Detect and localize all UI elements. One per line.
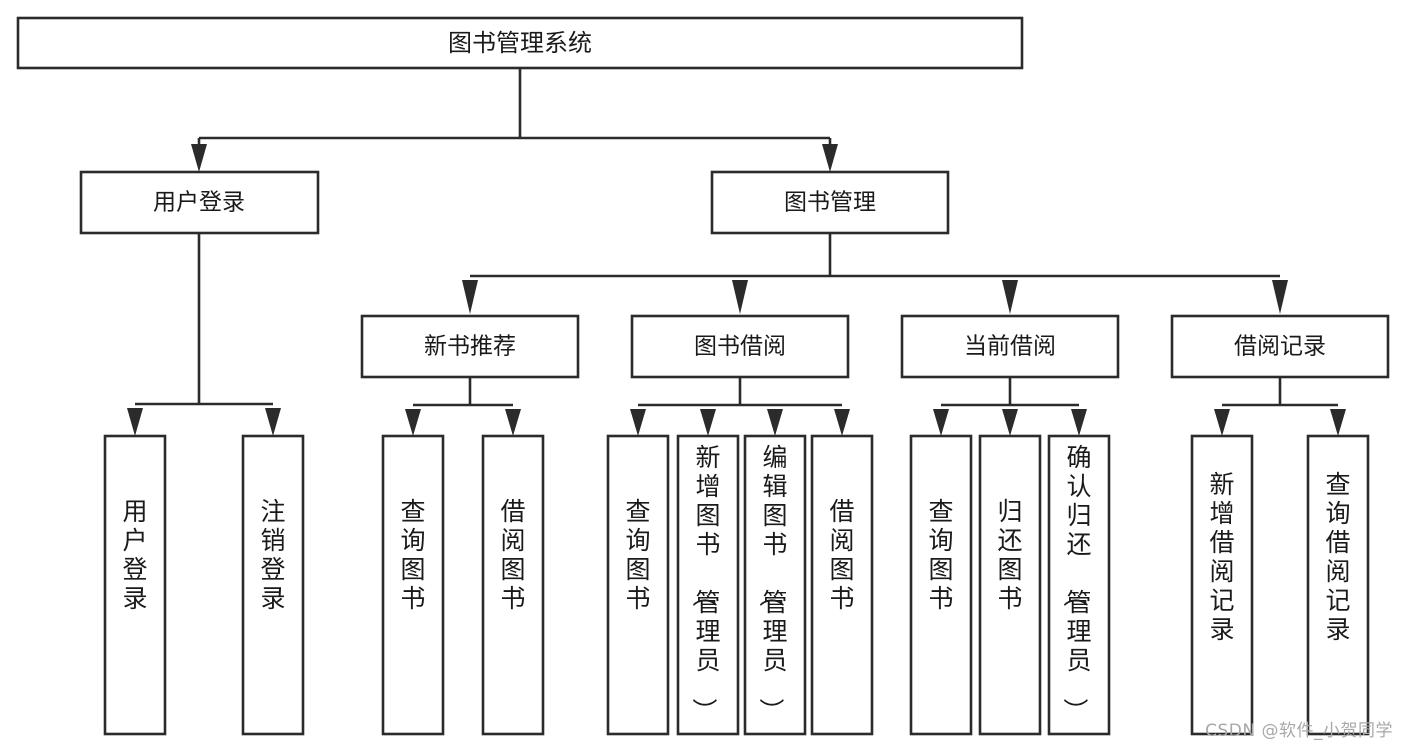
node-leaf-borrow-book-1-label: 借阅图书	[500, 497, 525, 613]
node-leaf-query-book-1-label: 查询图书	[400, 497, 425, 613]
node-leaf-user-login-box[interactable]	[103, 434, 167, 736]
node-borrow-record-box[interactable]	[1170, 314, 1390, 379]
node-user-login-label: 用户登录	[153, 190, 245, 216]
node-book-manage-box[interactable]	[710, 170, 950, 235]
connector-group-user-login-to-leaves	[127, 233, 281, 436]
node-leaf-add-record-box[interactable]	[1190, 434, 1254, 736]
arrow-head-user-login	[191, 144, 207, 172]
node-leaf-query-book-2[interactable]: 查询图书	[606, 434, 670, 736]
node-borrow-record[interactable]: 借阅记录	[1170, 314, 1390, 379]
arrow-head-leaf-add-record	[1214, 409, 1230, 436]
connector-group-book-manage-to-level3	[462, 233, 1288, 314]
node-leaf-add-record[interactable]: 新增借阅记录	[1190, 434, 1254, 736]
node-root[interactable]: 图书管理系统	[16, 16, 1024, 70]
arrow-head-leaf-edit-book	[767, 409, 783, 436]
node-leaf-query-book-3-label: 查询图书	[928, 497, 953, 613]
node-leaf-edit-book-label: 编辑图书（管理员）	[756, 443, 787, 723]
arrow-head-leaf-query-record	[1330, 409, 1346, 436]
node-leaf-query-book-1-box[interactable]	[381, 434, 445, 736]
arrow-head-borrow-record	[1272, 280, 1288, 314]
node-leaf-add-book-box[interactable]	[676, 434, 740, 736]
node-leaf-query-book-2-label: 查询图书	[625, 497, 650, 613]
node-current-borrow-label: 当前借阅	[964, 334, 1056, 360]
node-leaf-query-book-2-box[interactable]	[606, 434, 670, 736]
node-borrow-record-label: 借阅记录	[1234, 334, 1326, 360]
node-leaf-edit-book[interactable]: 编辑图书（管理员）	[743, 434, 807, 736]
node-current-borrow[interactable]: 当前借阅	[900, 314, 1120, 379]
node-leaf-user-logout-box[interactable]	[241, 434, 305, 736]
connector-group-new-book-rec-to-leaves	[405, 377, 521, 436]
arrow-head-leaf-confirm-return	[1071, 409, 1087, 436]
connector-group-current-borrow-to-leaves	[933, 377, 1087, 436]
node-leaf-confirm-return-label: 确认归还（管理员）	[1060, 443, 1091, 723]
node-leaf-return-book-box[interactable]	[978, 434, 1042, 736]
node-leaf-query-record-label: 查询借阅记录	[1325, 470, 1350, 644]
arrow-head-current-borrow	[1002, 280, 1018, 314]
node-current-borrow-box[interactable]	[900, 314, 1120, 379]
connector-group-borrow-record-to-leaves	[1214, 377, 1346, 436]
arrow-head-leaf-add-book	[700, 409, 716, 436]
node-leaf-borrow-book-1[interactable]: 借阅图书	[481, 434, 545, 736]
node-book-manage[interactable]: 图书管理	[710, 170, 950, 235]
arrow-head-leaf-user-login	[127, 408, 143, 436]
arrow-head-leaf-borrow-book-1	[505, 409, 521, 436]
arrow-head-leaf-query-book-3	[933, 409, 949, 436]
node-leaf-user-login[interactable]: 用户登录	[103, 434, 167, 736]
node-new-book-rec[interactable]: 新书推荐	[360, 314, 580, 379]
node-leaf-query-book-3[interactable]: 查询图书	[909, 434, 973, 736]
node-leaf-add-book-label: 新增图书（管理员）	[689, 443, 720, 723]
node-leaf-borrow-book-2-box[interactable]	[810, 434, 874, 736]
node-leaf-return-book-label: 归还图书	[997, 497, 1022, 613]
node-leaf-borrow-book-1-box[interactable]	[481, 434, 545, 736]
csdn-watermark: CSDN @软件_小贺同学	[1205, 721, 1393, 741]
node-new-book-rec-box[interactable]	[360, 314, 580, 379]
node-leaf-user-logout[interactable]: 注销登录	[241, 434, 305, 736]
arrow-head-leaf-user-logout	[265, 408, 281, 436]
node-leaf-borrow-book-2[interactable]: 借阅图书	[810, 434, 874, 736]
node-book-borrow-box[interactable]	[630, 314, 850, 379]
node-root-box[interactable]	[16, 16, 1024, 70]
node-leaf-query-book-3-box[interactable]	[909, 434, 973, 736]
node-leaf-confirm-return-box[interactable]	[1047, 434, 1111, 736]
node-book-borrow-label: 图书借阅	[694, 334, 786, 360]
node-book-borrow[interactable]: 图书借阅	[630, 314, 850, 379]
arrow-head-leaf-query-book-2	[630, 409, 646, 436]
node-leaf-return-book[interactable]: 归还图书	[978, 434, 1042, 736]
node-leaf-query-record-box[interactable]	[1306, 434, 1370, 736]
node-leaf-add-book[interactable]: 新增图书（管理员）	[676, 434, 740, 736]
node-leaf-user-login-label: 用户登录	[122, 497, 147, 613]
node-root-label: 图书管理系统	[448, 29, 592, 57]
connector-group-root-to-level2	[191, 68, 838, 172]
node-book-manage-label: 图书管理	[784, 190, 876, 216]
node-user-login[interactable]: 用户登录	[79, 170, 320, 235]
node-leaf-add-record-label: 新增借阅记录	[1209, 470, 1234, 644]
arrow-head-leaf-return-book	[1002, 409, 1018, 436]
arrow-head-leaf-query-book-1	[405, 409, 421, 436]
node-new-book-rec-label: 新书推荐	[424, 334, 516, 360]
node-leaf-edit-book-box[interactable]	[743, 434, 807, 736]
arrow-head-book-borrow	[732, 280, 748, 314]
node-leaf-user-logout-label: 注销登录	[260, 497, 285, 613]
connector-group-book-borrow-to-leaves	[630, 377, 850, 436]
node-leaf-confirm-return[interactable]: 确认归还（管理员）	[1047, 434, 1111, 736]
node-leaf-borrow-book-2-label: 借阅图书	[829, 497, 854, 613]
arrow-head-new-book-rec	[462, 280, 478, 314]
node-user-login-box[interactable]	[79, 170, 320, 235]
node-leaf-query-book-1[interactable]: 查询图书	[381, 434, 445, 736]
arrow-head-book-manage	[822, 144, 838, 172]
arrow-head-leaf-borrow-book-2	[834, 409, 850, 436]
node-leaf-query-record[interactable]: 查询借阅记录	[1306, 434, 1370, 736]
